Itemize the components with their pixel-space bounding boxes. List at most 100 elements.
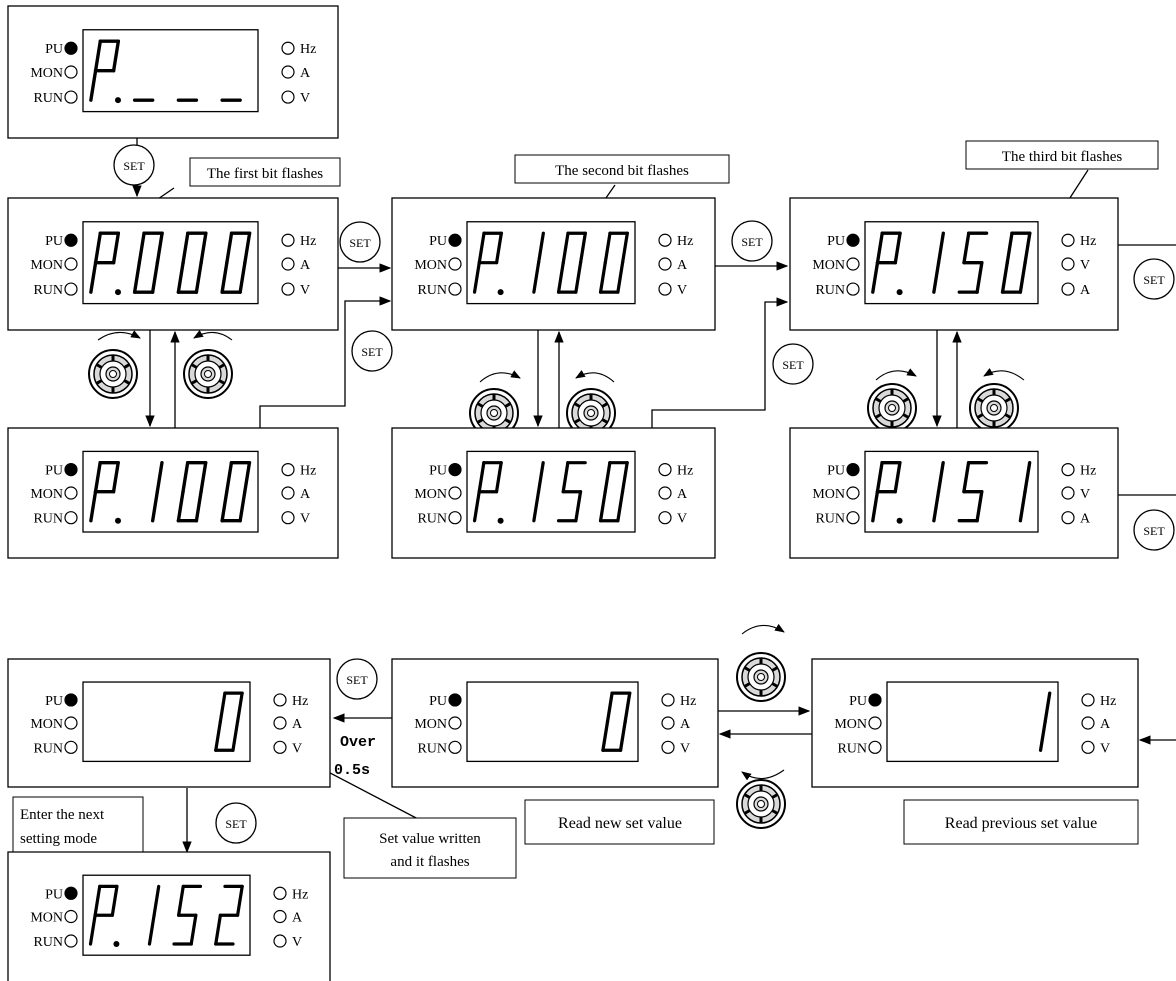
digit-segment — [875, 231, 884, 265]
digit-segment — [1043, 691, 1052, 724]
indicator-label: PU — [849, 694, 867, 709]
digit-segment — [225, 460, 234, 494]
set-button[interactable]: SET — [339, 221, 381, 263]
indicator-led-off-icon — [868, 740, 882, 754]
indicator-led-off-icon — [846, 511, 860, 525]
display-digit — [176, 231, 208, 294]
unit-led-icon — [281, 257, 295, 271]
unit-label: V — [300, 512, 310, 527]
digit-segment — [1018, 490, 1027, 523]
decimal-point — [115, 517, 121, 524]
digit-segment — [616, 261, 625, 294]
set-button[interactable]: SET — [351, 330, 393, 372]
set-button[interactable]: SET — [113, 144, 155, 186]
dial-counterclockwise-icon[interactable] — [968, 382, 1020, 434]
set-button[interactable]: SET — [1133, 509, 1175, 551]
digit-segment — [93, 460, 102, 494]
indicator-led-on-icon — [64, 693, 78, 707]
set-button[interactable]: SET — [772, 343, 814, 385]
digit-segment — [598, 490, 607, 523]
digit-segment — [574, 261, 583, 294]
seven-segment-display — [864, 450, 1039, 533]
set-button[interactable]: SET — [215, 802, 257, 844]
indicator-label: MON — [30, 717, 63, 732]
indicator-label: MON — [812, 487, 845, 502]
indicator-led-off-icon — [846, 282, 860, 296]
digit-segment — [601, 720, 610, 752]
set-button-label: SET — [123, 159, 145, 173]
callout-second-bit: The second bit flashes — [514, 154, 730, 184]
indicator-led-off-icon — [64, 90, 78, 104]
digit-segment — [93, 884, 102, 917]
display-digit — [532, 461, 545, 523]
unit-label: Hz — [300, 464, 316, 479]
digit-segment — [225, 231, 234, 265]
dial-clockwise-icon[interactable] — [866, 382, 918, 434]
indicator-led-on-icon — [64, 41, 78, 55]
digit-segment — [194, 260, 203, 294]
unit-label: Hz — [300, 42, 316, 57]
unit-led-icon — [658, 463, 672, 477]
indicator-label: RUN — [33, 91, 63, 106]
unit-label: V — [677, 512, 687, 527]
callout-first-bit-text: The first bit flashes — [207, 166, 323, 182]
digit-segment — [199, 231, 208, 265]
digit-segment — [220, 260, 229, 294]
indicator-label: MON — [414, 258, 447, 273]
dial-counterclockwise-icon[interactable] — [182, 348, 234, 400]
unit-label: Hz — [292, 887, 308, 902]
digit-segment — [89, 490, 98, 523]
set-button[interactable]: SET — [1133, 258, 1175, 300]
unit-label: Hz — [680, 694, 696, 709]
callout-next-mode-line2: setting mode — [20, 831, 97, 847]
digit-segment — [603, 231, 612, 265]
unit-led-icon — [661, 740, 675, 754]
unit-led-icon — [661, 693, 675, 707]
digit-segment — [238, 490, 247, 523]
unit-label: V — [292, 741, 302, 756]
callout-set-written-line1: Set value written — [379, 831, 481, 847]
unit-led-icon — [281, 65, 295, 79]
set-button[interactable]: SET — [336, 658, 378, 700]
indicator-led-off-icon — [448, 716, 462, 730]
dial-clockwise-icon[interactable] — [87, 348, 139, 400]
digit-segment — [243, 460, 252, 494]
unit-led-icon — [658, 233, 672, 247]
dial-counterclockwise-icon[interactable] — [735, 778, 787, 830]
unit-label: A — [677, 487, 688, 502]
digit-segment — [532, 490, 541, 523]
unit-led-icon — [1061, 511, 1075, 525]
set-button[interactable]: SET — [731, 220, 773, 262]
callout-read-new-text: Read new set value — [558, 815, 682, 832]
digit-segment — [214, 720, 222, 752]
unit-led-icon — [281, 233, 295, 247]
unit-led-icon — [281, 41, 295, 55]
digit-segment — [932, 490, 941, 523]
digit-segment — [1000, 261, 1009, 294]
indicator-label: MON — [414, 717, 447, 732]
unit-label: A — [677, 258, 688, 273]
digit-segment — [605, 691, 614, 724]
display-digit — [957, 461, 989, 523]
display-digit — [598, 461, 629, 523]
digit-segment — [875, 461, 884, 494]
indicator-led-on-icon — [448, 233, 462, 247]
indicator-led-off-icon — [64, 257, 78, 271]
unit-label: V — [1080, 487, 1090, 502]
unit-led-icon — [273, 716, 287, 730]
indicator-led-off-icon — [64, 909, 78, 924]
display-digit — [214, 691, 244, 752]
digit-segment — [472, 490, 481, 523]
indicator-led-on-icon — [448, 693, 462, 707]
decimal-point — [115, 97, 121, 104]
dial-clockwise-icon[interactable] — [735, 651, 787, 703]
digit-segment — [176, 490, 185, 523]
set-button-label: SET — [346, 673, 368, 687]
digit-segment — [932, 261, 941, 294]
unit-label: Hz — [677, 464, 693, 479]
digit-segment — [1023, 231, 1032, 265]
